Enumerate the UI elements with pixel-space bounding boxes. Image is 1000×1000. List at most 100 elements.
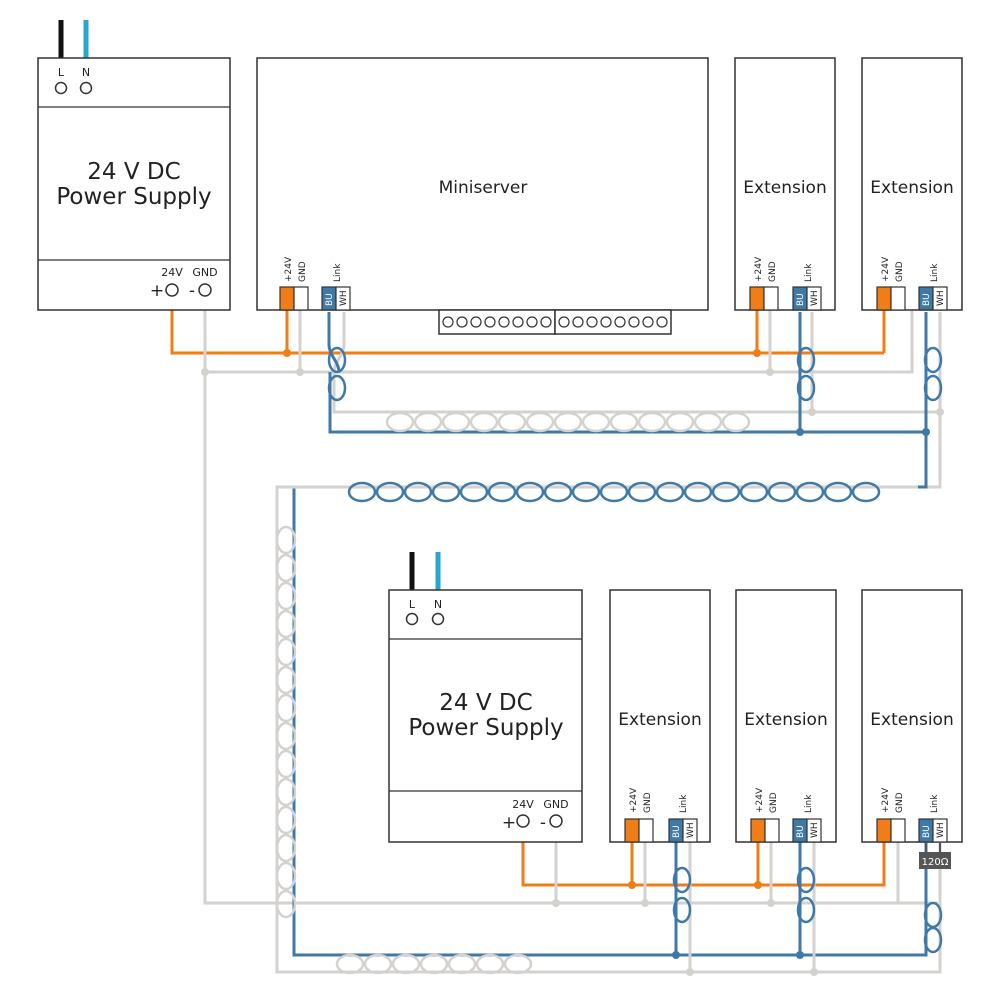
psu-gnd-terminal: [549, 814, 563, 828]
twist-mark: [419, 953, 449, 975]
extension-title: Extension: [870, 710, 953, 730]
twist-mark: [275, 665, 297, 695]
psu-gnd-label: GND: [543, 798, 568, 811]
link-wh-top: [332, 312, 942, 489]
twist-mark: [672, 896, 692, 924]
link-wh-run: [275, 485, 918, 518]
twist-mark: [795, 481, 825, 503]
psu-minus-sign: -: [540, 813, 546, 833]
terminal-hole: [442, 316, 454, 328]
twist-mark: [487, 481, 517, 503]
terminal-hole: [642, 316, 654, 328]
psu-24v-terminal: [516, 814, 530, 828]
extension-bu-label: BU: [796, 825, 806, 838]
twist-mark: [767, 481, 797, 503]
twist-mark: [335, 953, 365, 975]
twist-mark: [391, 953, 421, 975]
mains-n-label: N: [434, 598, 442, 611]
extension-bu-label: BU: [922, 293, 932, 306]
psu-plus-sign: +: [150, 281, 164, 301]
twist-mark: [447, 953, 477, 975]
extension-wh-label: WH: [810, 822, 820, 838]
extension-title: Extension: [743, 178, 826, 198]
miniserver-title: Miniserver: [439, 178, 528, 198]
junction-dots: [201, 349, 944, 976]
twist-mark: [275, 749, 297, 779]
twist-mark: [327, 346, 347, 374]
miniserver-gnd-terminal: [293, 286, 309, 311]
terminal-hole: [512, 316, 524, 328]
mains-n-label: N: [82, 66, 90, 79]
twist-mark: [693, 411, 723, 433]
twist-mark: [796, 866, 816, 894]
mains-l-label: L: [58, 66, 65, 79]
terminal-hole: [614, 316, 626, 328]
twist-mark: [375, 481, 405, 503]
extension-wh-label: WH: [686, 822, 696, 838]
twist-mark: [637, 411, 667, 433]
extension-gnd-label: GND: [768, 261, 778, 282]
resistor-label: 120Ω: [922, 857, 949, 868]
twist-mark: [581, 411, 611, 433]
terminal-hole: [540, 316, 552, 328]
twist-mark: [363, 953, 393, 975]
twist-mark: [413, 411, 443, 433]
twist-mark: [275, 525, 297, 555]
twist-mark: [543, 481, 573, 503]
extension-bu-label: BU: [796, 293, 806, 306]
twist-mark: [923, 346, 943, 374]
extension-gnd-label: GND: [769, 792, 779, 813]
twist-mark: [385, 411, 415, 433]
terminal-hole: [572, 316, 584, 328]
twist-mark: [553, 411, 583, 433]
extension-gnd-label: GND: [895, 261, 905, 282]
link-bu-top: [327, 312, 928, 434]
twist-mark: [739, 481, 769, 503]
twist-mark: [275, 721, 297, 751]
extension-24v-label: +24V: [629, 787, 639, 813]
twist-mark: [823, 481, 853, 503]
ground-bus-top: [203, 296, 914, 374]
twist-mark: [475, 953, 505, 975]
mains-l-terminal: [54, 81, 68, 95]
twist-mark: [275, 581, 297, 611]
terminal-strip-holes: [442, 316, 668, 328]
extension-24v-label: +24V: [881, 256, 891, 282]
miniserver-wh-terminal: [335, 286, 351, 311]
twist-mark: [503, 953, 533, 975]
twist-mark: [627, 481, 657, 503]
extension-gnd-label: GND: [643, 792, 653, 813]
twist-mark: [403, 481, 433, 503]
twist-mark: [599, 481, 629, 503]
terminal-hole: [586, 316, 598, 328]
extension-24v-label: +24V: [755, 787, 765, 813]
terminal-hole: [628, 316, 640, 328]
twist-mark: [347, 481, 377, 503]
extension-title: Extension: [744, 710, 827, 730]
miniserver-24v-label: +24V: [284, 256, 294, 282]
extension-link-label: Link: [930, 794, 940, 813]
twist-mark: [275, 861, 297, 891]
extension-bu-label: BU: [672, 825, 682, 838]
extension-wh-label: WH: [810, 290, 820, 306]
power-supply-bottom: L N 24 V DC Power Supply 24V GND + -: [388, 589, 583, 843]
extension-gnd-label: GND: [895, 792, 905, 813]
twist-mark: [275, 693, 297, 723]
miniserver-gnd-label: GND: [298, 261, 308, 282]
twist-mark: [796, 896, 816, 924]
psu-title-line1: 24 V DC: [439, 690, 532, 716]
extension-title: Extension: [618, 710, 701, 730]
extension-top-1: Extension +24V GND Link BU WH: [734, 57, 836, 311]
twist-mark: [655, 481, 685, 503]
twist-mark: [683, 481, 713, 503]
psu-gnd-terminal: [198, 283, 212, 297]
miniserver-link-label: Link: [333, 263, 343, 282]
extension-link-label: Link: [804, 263, 814, 282]
twist-mark: [431, 481, 461, 503]
twist-mark: [571, 481, 601, 503]
extension-bottom-1: Extension +24V GND Link BU WH: [609, 589, 711, 843]
twist-mark: [525, 411, 555, 433]
psu-minus-sign: -: [189, 281, 195, 301]
psu-title-line2: Power Supply: [56, 184, 211, 210]
